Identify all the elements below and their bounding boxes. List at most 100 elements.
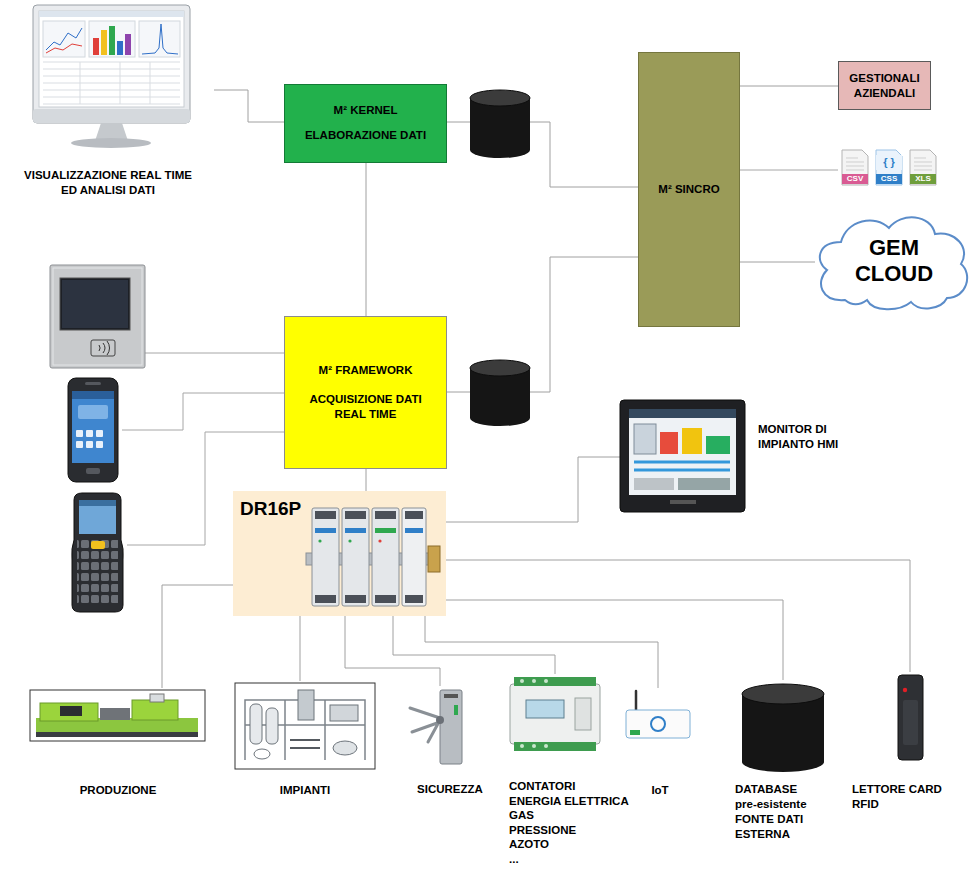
smartphone <box>78 405 108 419</box>
device-caption-node: IoT <box>620 688 700 798</box>
hmi-panel <box>620 400 745 512</box>
connector-line <box>393 616 555 674</box>
connector-line <box>162 585 233 688</box>
desktop-monitor <box>139 21 180 57</box>
injection-molding-machine <box>132 700 178 720</box>
terminal-panel <box>50 265 145 368</box>
din-rail-module <box>315 528 336 533</box>
desktop-monitor <box>39 11 184 107</box>
system-box: GESTIONALI AZIENDALI <box>838 61 931 110</box>
device-caption-node: LETTORE CARD RFID <box>848 672 958 812</box>
iot-module <box>635 691 638 712</box>
node-text: VISUALIZZAZIONE REAL TIME ED ANALISI DAT… <box>18 168 198 198</box>
connector-line <box>366 469 367 491</box>
din-rail-module <box>405 511 423 519</box>
din-rail-module <box>312 508 339 606</box>
connector-line <box>446 600 783 680</box>
hmi-panel <box>670 500 696 504</box>
node-text: M² SINCRO <box>658 182 719 197</box>
hmi-panel <box>634 462 730 470</box>
device-caption-node: VISUALIZZAZIONE REAL TIME ED ANALISI DAT… <box>2 5 214 200</box>
din-rail-module <box>405 528 423 533</box>
desktop-monitor <box>109 26 115 55</box>
industrial-plant <box>254 749 270 759</box>
smartphone <box>68 378 118 482</box>
handheld-terminal <box>72 493 124 612</box>
hmi-panel <box>620 400 745 512</box>
hmi-panel <box>678 478 730 490</box>
connector-line <box>446 560 910 672</box>
turnstile <box>440 690 462 764</box>
desktop-monitor <box>46 28 82 50</box>
smartphone <box>72 391 114 399</box>
file-type-label: { } <box>876 155 902 170</box>
turnstile <box>444 694 458 698</box>
hmi-panel <box>634 424 656 454</box>
injection-molding-machine <box>30 690 205 741</box>
handheld-terminal <box>79 500 116 534</box>
industrial-plant <box>250 704 262 744</box>
industrial-plant <box>298 690 314 720</box>
cloud-node: GEM CLOUD <box>815 208 973 313</box>
energy-meter <box>575 698 591 730</box>
injection-molding-machine <box>40 703 98 721</box>
node-text: IMPIANTI <box>280 783 330 798</box>
smartphone <box>72 391 114 463</box>
desktop-monitor <box>89 21 135 57</box>
desktop-monitor <box>93 38 99 55</box>
energy-meter <box>510 684 600 744</box>
node-text: ... <box>509 852 519 867</box>
node-text: DR16P <box>240 497 301 522</box>
handheld-terminal <box>91 541 105 549</box>
desktop-monitor <box>43 21 85 57</box>
file-icon <box>842 150 868 185</box>
din-rail-module <box>306 508 440 606</box>
connector-line <box>300 616 301 681</box>
node-text: GESTIONALI AZIENDALI <box>843 71 926 101</box>
node-text: PRESSIONE <box>509 823 576 838</box>
injection-molding-machine <box>150 694 164 702</box>
din-rail-module <box>372 508 399 606</box>
terminal-panel <box>60 278 130 330</box>
iot-module <box>651 717 665 731</box>
node-text: LETTORE CARD RFID <box>852 782 952 812</box>
node-text: GAS <box>509 808 534 823</box>
injection-molding-machine <box>100 708 130 720</box>
industrial-plant <box>235 683 375 769</box>
energy-meter <box>532 744 536 748</box>
device-caption-node: CONTATORIENERGIA ELETTRICAGASPRESSIONEAZ… <box>505 674 640 866</box>
cloud-outline <box>820 217 967 309</box>
smartphone <box>76 441 83 448</box>
connector-line <box>366 163 367 316</box>
industrial-plant <box>266 708 278 744</box>
connector-line <box>447 257 638 392</box>
hmi-panel <box>629 409 736 418</box>
din-rail-module <box>378 539 381 542</box>
file-icon <box>876 150 902 185</box>
energy-meter <box>520 744 524 748</box>
file-icon <box>846 158 864 170</box>
node-text: ELABORAZIONE DATI <box>305 128 426 143</box>
smartphone <box>85 382 101 385</box>
din-rail-module <box>428 546 440 572</box>
terminal-panel <box>62 280 128 328</box>
smartphone <box>96 441 103 448</box>
rfid-reader <box>898 675 923 760</box>
file-type-label: XLS <box>910 174 936 184</box>
rfid-reader <box>903 700 918 745</box>
smartphone <box>68 378 118 482</box>
desktop-monitor <box>39 11 184 17</box>
node-text: MONITOR DI IMPIANTO HMI <box>758 422 866 452</box>
turnstile <box>454 705 458 715</box>
node-text: SICUREZZA <box>417 782 483 797</box>
energy-meter <box>526 700 564 718</box>
database-cylinder <box>470 90 530 158</box>
device-caption-node: MONITOR DI IMPIANTO HMI <box>620 398 870 514</box>
desktop-monitor <box>71 138 151 148</box>
device-caption-node: DATABASE pre-esistente FONTE DATI ESTERN… <box>733 680 833 842</box>
injection-molding-machine <box>30 690 205 741</box>
database-cylinder <box>742 684 824 772</box>
desktop-monitor <box>142 24 178 54</box>
desktop-monitor <box>33 109 190 123</box>
